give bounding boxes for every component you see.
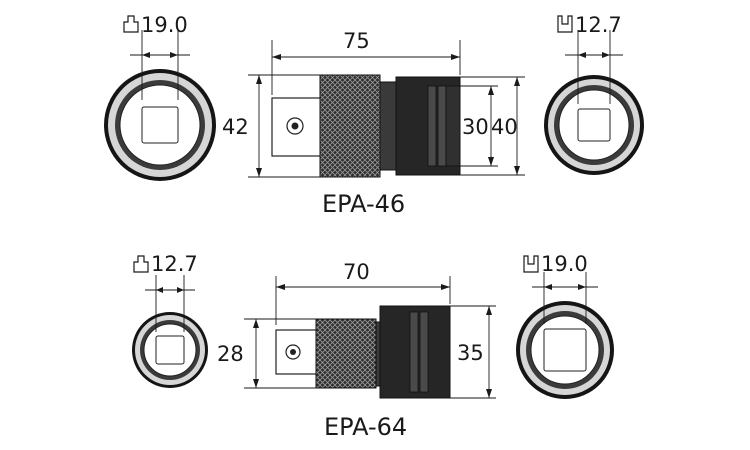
square-drive-male-icon <box>133 255 149 273</box>
square-drive-male-icon <box>123 15 139 33</box>
model-label-epa-46: EPA-46 <box>322 190 405 218</box>
body-diameter-dimension: 28 <box>217 342 244 366</box>
length-dimension: 75 <box>343 29 370 53</box>
left-drive-size: 12.7 <box>151 252 198 276</box>
body-diameter-dimension: 42 <box>222 115 249 139</box>
socket-outer-dimension: 40 <box>491 115 518 139</box>
side-view-epa-46: 75 42 30 40 EPA-46 <box>222 29 525 218</box>
side-view-epa-64: 70 28 35 EPA-64 <box>217 260 496 441</box>
product-epa-64: 12.7 70 28 <box>132 252 614 441</box>
right-drive-size: 12.7 <box>575 13 622 37</box>
right-end-view-epa-46: 12.7 <box>544 13 644 175</box>
socket-inner-dimension: 30 <box>462 115 489 139</box>
square-drive-female-icon <box>523 255 539 273</box>
square-drive-female-icon <box>557 15 573 33</box>
left-drive-size: 19.0 <box>141 13 188 37</box>
length-dimension: 70 <box>343 260 370 284</box>
right-end-view-epa-64: 19.0 <box>516 252 614 399</box>
left-end-view-epa-46: 19.0 <box>104 13 216 181</box>
socket-outer-dimension: 35 <box>457 341 484 365</box>
product-epa-46: 19.0 75 <box>104 13 644 218</box>
left-end-view-epa-64: 12.7 <box>132 252 208 388</box>
model-label-epa-64: EPA-64 <box>324 413 407 441</box>
right-drive-size: 19.0 <box>541 252 588 276</box>
